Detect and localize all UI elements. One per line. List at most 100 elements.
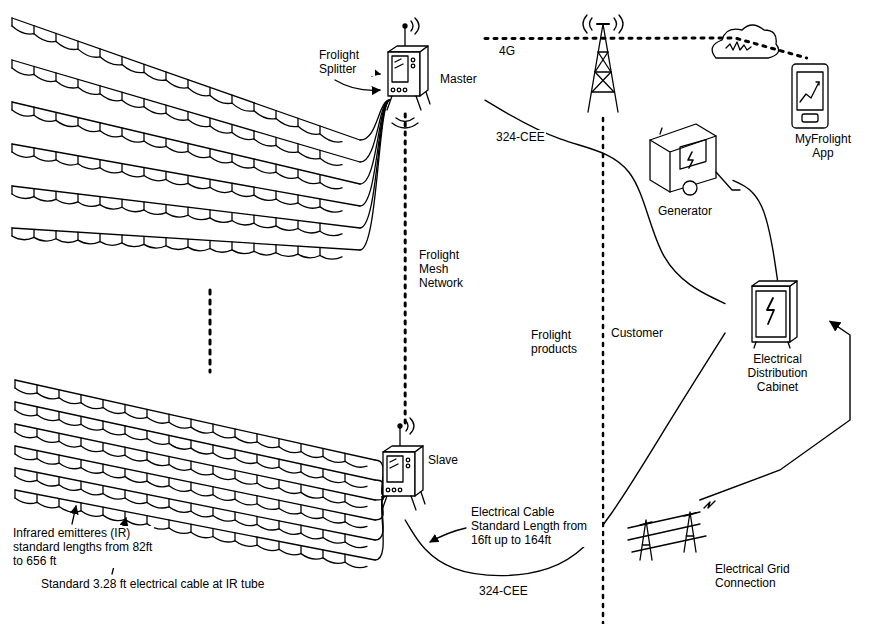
ir-emitters [231,213,232,221]
generator: Generator [640,118,733,222]
ir-emitters [344,474,345,482]
ir-emitters [253,103,254,111]
ir-emitters [12,194,342,236]
slave-unit: Slave [370,425,465,520]
ir-emitters [11,60,12,68]
edge-label: 324-CEE [478,584,529,598]
ir-emitters [121,235,122,243]
ir-emitters [143,202,144,210]
ir-emitters [55,33,56,41]
ir-emitters [300,546,301,554]
ir-emitters [275,164,276,172]
power-cable [485,100,725,303]
cable-note: Electrical Cable Standard Length from 16… [470,505,602,547]
master-device [387,18,430,128]
ir-emitters [234,533,235,541]
ir-emitters [14,380,15,388]
ir-emitters [187,112,188,120]
cell-tower [592,52,614,92]
ir-emitters [322,489,323,497]
ir-emitters [300,525,301,533]
ir-emitters [165,72,166,80]
ir-emitters [319,223,320,231]
master-device [396,118,414,122]
ir-emitters [297,169,298,177]
ir-emitters [253,131,254,139]
ir-emitters [55,73,56,81]
ir-emitters [15,454,367,528]
cell-tower [583,15,623,112]
ir-emitters [33,189,34,197]
ir-emitters [231,242,232,250]
generator-icon [683,181,697,195]
master-unit: Master [380,22,485,114]
ir-emitters [102,400,103,408]
node-label: Master [440,72,477,86]
ir-emitters [322,550,323,558]
ir-emitters [344,494,345,502]
ir-emitters [15,432,367,507]
ir-emitters [33,66,34,74]
ir-emitters [278,439,279,447]
ir-emitters [80,481,81,489]
slave-device [382,418,425,510]
ir-emitters [143,64,144,72]
ir-emitters [124,404,125,412]
ir-emitters [12,186,360,228]
wireless-link [485,38,807,58]
ir-emitters [124,490,125,498]
ir-emitters [99,49,100,57]
ir-emitters [256,537,257,545]
ir-emitters [12,68,342,165]
ir-emitters [234,470,235,478]
ir-emitters [344,453,345,461]
grid-connection: Electrical Grid Connection [620,500,830,598]
ir-emitters [36,494,37,502]
ir-emitters [190,440,191,448]
ir-emitters [55,112,56,120]
ir-emitters [278,500,279,508]
ir-emitters [168,520,169,528]
ir-emitters [124,447,125,455]
emitter-note: Infrared emitteres (IR) standard lengths… [12,526,154,568]
ir-emitters [187,143,188,151]
ir-emitters [80,416,81,424]
phone-icon [816,82,819,85]
ir-emitters [300,484,301,492]
ir-emitters [297,221,298,229]
cabinet-icon [767,298,774,324]
ir-emitters [322,469,323,477]
ir-emitters [14,402,15,410]
ir-emitters [253,159,254,167]
edge-label: 324-CEE [495,130,546,144]
ir-emitters [168,457,169,465]
ir-emitters [12,18,375,568]
ir-emitters [256,434,257,442]
grid-pylons [684,512,696,552]
ir-emitters [319,126,320,134]
ir-emitters [165,138,166,146]
cell-tower [614,15,623,33]
cell-tower [583,15,592,33]
ir-emitters [121,128,122,136]
ir-emitters [190,461,191,469]
ir-emitters [99,234,100,242]
ir-emitters [102,421,103,429]
phone-icon [792,64,828,128]
ir-emitters [209,179,210,187]
ir-emitters [15,380,375,460]
slave-device [382,418,425,510]
master-device [387,18,430,110]
ir-emitters [12,236,342,259]
ir-emitters [275,218,276,226]
ir-emitters [190,419,191,427]
ir-emitters [143,133,144,141]
ir-emitters [300,464,301,472]
grid-pylons [640,520,652,560]
ir-emitters [187,80,188,88]
ir-emitters [11,228,12,236]
ir-emitters [99,123,100,131]
ir-emitters [36,451,37,459]
ir-emitters [319,150,320,158]
ir-emitters [124,426,125,434]
